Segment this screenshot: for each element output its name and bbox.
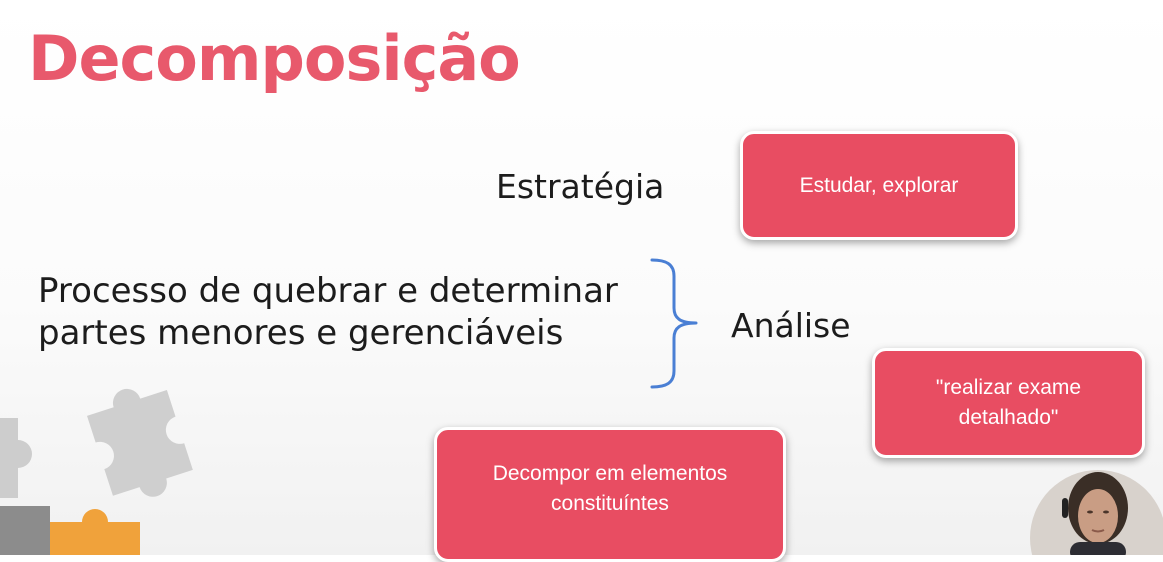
definition-text: Processo de quebrar e determinar partes … (38, 270, 618, 354)
card-decompor-line-2: constituíntes (551, 491, 669, 515)
card-estudar-text: Estudar, explorar (799, 173, 959, 197)
card-realizar-line-2: detalhado" (958, 406, 1059, 429)
analysis-label: Análise (731, 306, 851, 345)
puzzle-piece-orange-icon (50, 509, 140, 555)
card-realizar-line-1: "realizar exame (935, 376, 1082, 399)
puzzle-piece-left-icon (0, 418, 32, 498)
card-realizar-text: "realizar exame detalhado" (936, 373, 1081, 433)
card-decompor-text: Decompor em elementos constituíntes (493, 459, 728, 519)
definition-line-1: Processo de quebrar e determinar (38, 271, 618, 311)
presenter-webcam (1030, 470, 1163, 555)
card-decompor-line-1: Decompor em elementos (492, 461, 728, 485)
definition-line-2: partes menores e gerenciáveis (38, 313, 564, 353)
puzzle-piece-dark-icon (0, 506, 50, 555)
slide-title: Decomposição (28, 22, 521, 95)
puzzle-pieces-icon (0, 388, 193, 555)
strategy-label: Estratégia (496, 167, 665, 206)
puzzle-piece-gray-icon (86, 388, 193, 497)
card-estudar-explorar: Estudar, explorar (740, 131, 1018, 240)
card-realizar-exame: "realizar exame detalhado" (872, 348, 1145, 458)
card-decompor-elementos: Decompor em elementos constituíntes (434, 427, 786, 562)
curly-brace-icon (650, 258, 698, 389)
